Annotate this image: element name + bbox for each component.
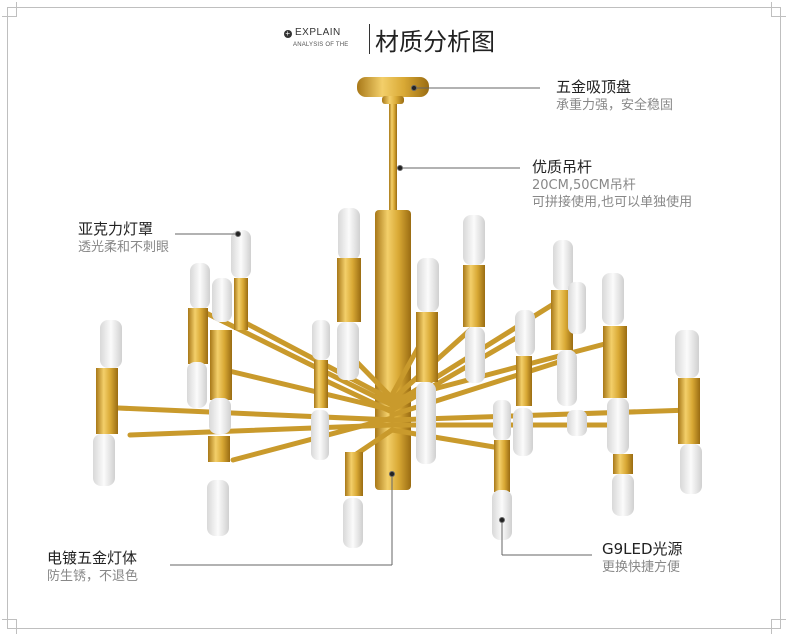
callout-desc: 防生锈，不退色 [47,569,139,584]
callout-title: 亚克力灯罩 [78,220,154,238]
explain-subtitle: ANALYSIS OF THE [293,42,349,48]
callout-desc: 20CM,50CM吊杆 [532,178,636,193]
page-title: 材质分析图 [375,28,495,56]
callout-desc: 可拼接使用,也可以单独使用 [532,195,693,210]
corner-mark [2,2,17,17]
callout-desc: 更换快捷方便 [602,560,681,575]
callout-canopy: 五金吸顶盘 承重力强，安全稳固 [556,77,673,114]
explain-label: +EXPLAIN [284,27,341,38]
header-divider [369,24,370,54]
callout-title: 优质吊杆 [532,158,593,176]
callout-desc: 透光柔和不刺眼 [78,240,170,255]
callout-title: 电镀五金灯体 [47,549,138,567]
leader-lines [170,85,592,566]
corner-mark [771,619,786,634]
header: +EXPLAIN ANALYSIS OF THE 材质分析图 [284,22,544,56]
callout-source: G9LED光源 更换快捷方便 [602,539,683,576]
hanging-rod [389,104,397,212]
callout-desc: 承重力强，安全稳固 [556,98,674,113]
callout-title: 五金吸顶盘 [556,78,632,96]
callout-title: G9LED光源 [602,540,683,558]
corner-mark [771,2,786,17]
lamp-heads [93,208,702,548]
corner-mark [2,619,17,634]
center-column [375,210,411,490]
callout-rod: 优质吊杆 20CM,50CM吊杆 可拼接使用,也可以单独使用 [532,157,692,211]
callout-shade: 亚克力灯罩 透光柔和不刺眼 [78,219,169,256]
canopy [357,77,429,104]
plus-icon: + [284,29,292,38]
callout-body: 电镀五金灯体 防生锈，不退色 [47,548,138,585]
